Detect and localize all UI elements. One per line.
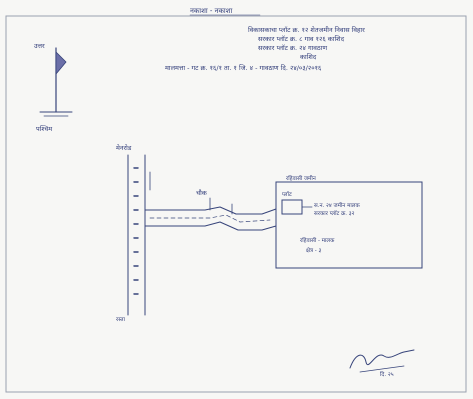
road-name-label: मेनरोड — [116, 144, 132, 152]
signature-scribble — [349, 349, 415, 369]
site-box-title: रहिवासी जमीन — [286, 175, 317, 182]
survey-info: मालमत्ता - गट क्र. १६/१ ता. १ जि. ४ - गा… — [165, 64, 322, 72]
lane-bottom-edge — [144, 221, 277, 231]
lane-center-dash — [149, 214, 271, 223]
site-note-1: रहिवासी - मालक — [300, 237, 335, 244]
junction-label: चौक — [196, 189, 208, 197]
signature: दि. २५ — [349, 349, 415, 378]
flag-icon — [55, 51, 67, 76]
sheet-heading: नकाशा - नकाशा — [190, 7, 232, 15]
signature-date: दि. २५ — [380, 371, 394, 378]
site-plot-rect — [281, 199, 303, 215]
site-boundary — [275, 181, 423, 269]
road-tick-marks — [133, 167, 139, 295]
address-line-1: विकासकाचा प्लॉट क्र. १२ शेतजमीन निवास वि… — [248, 26, 365, 34]
main-road: मेनरोड रस्ता — [116, 144, 151, 323]
address-line-4: काशिद — [300, 53, 317, 61]
road-end-label: रस्ता — [116, 317, 126, 323]
address-line-3: सरकार प्लॉट क्र. २४ गावठाण — [258, 44, 327, 52]
north-label: उत्तर — [34, 42, 45, 50]
access-lane: चौक — [144, 189, 277, 231]
lane-top-edge — [144, 206, 277, 215]
site-box: रहिवासी जमीन प्लॉट स.न. २४ जमीन मालक सरक… — [275, 175, 423, 269]
address-line-2: सरकार प्लॉट क्र. ८ गाव १२६ काशिद — [258, 35, 345, 43]
signature-underline — [359, 365, 405, 373]
site-plot-desc-1: स.न. २४ जमीन मालक — [314, 202, 361, 209]
site-plot-label: प्लॉट — [282, 191, 292, 198]
west-label: पश्चिम — [36, 125, 52, 133]
site-note-2: क्षेत्र - ३ — [306, 247, 321, 254]
site-plot-desc-2: सरकार प्लॉट क्र. ३२ — [314, 210, 355, 217]
north-arrow: उत्तर पश्चिम — [34, 42, 73, 133]
sheet-border — [5, 15, 467, 393]
